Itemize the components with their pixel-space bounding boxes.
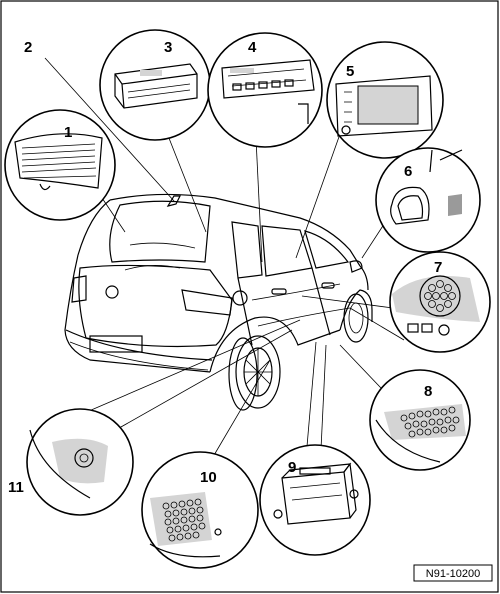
callout-11: 11: [8, 479, 24, 496]
callout-5: 5: [346, 63, 354, 80]
detail-amplifier: [99, 29, 211, 141]
callout-3: 3: [164, 39, 172, 56]
detail-tweeter: [26, 408, 134, 516]
detail-rear-door-speaker: [369, 369, 471, 471]
callout-7: 7: [434, 259, 442, 276]
figure-reference: N91-10200: [426, 568, 480, 580]
figure-reference-box: [413, 564, 493, 582]
callout-2: 2: [24, 39, 32, 56]
callout-6: 6: [404, 163, 412, 180]
detail-navigation: [326, 41, 444, 159]
detail-control-module: [259, 444, 371, 556]
callout-1: 1: [64, 124, 72, 141]
detail-radio: [207, 32, 323, 148]
callout-4: 4: [248, 39, 257, 56]
callout-10: 10: [200, 469, 217, 486]
car-illustration: [64, 193, 373, 411]
detail-rear-window: [4, 109, 116, 221]
callout-8: 8: [424, 383, 432, 400]
detail-door-speaker: [389, 251, 491, 353]
callout-labels: 1 2 3 4 5 6 7 8 9 10 11: [8, 39, 442, 496]
leader-lines: [44, 57, 405, 471]
callout-9: 9: [288, 459, 296, 476]
detail-mirror-speaker: [375, 147, 481, 253]
detail-rear-speaker: [141, 451, 259, 569]
